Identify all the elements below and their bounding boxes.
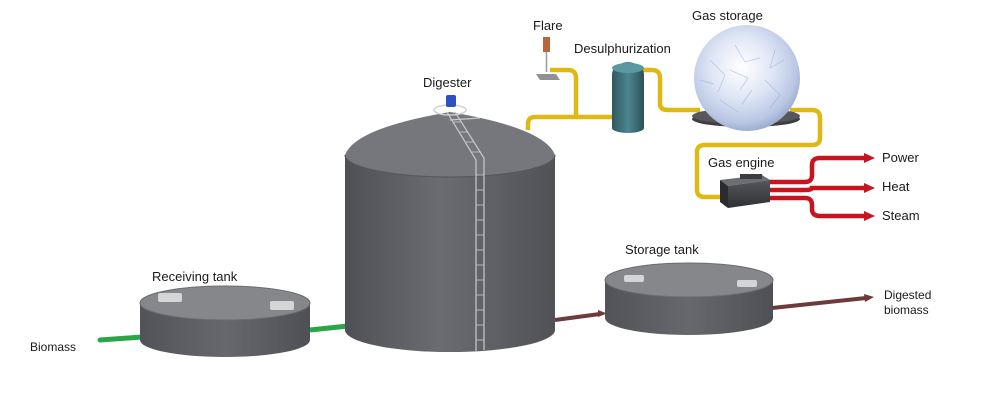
desulphurization-label: Desulphurization	[574, 41, 671, 56]
power-arrow	[864, 153, 875, 163]
gas-pipe-desulph-to-storage	[638, 67, 700, 113]
receiving-to-digester-pipe	[309, 323, 349, 333]
digester-stairway	[446, 111, 485, 352]
gas-storage-sphere	[692, 25, 800, 131]
digester-label: Digester	[423, 75, 472, 90]
flare-label: Flare	[533, 18, 563, 33]
gas-engine-label: Gas engine	[708, 155, 775, 170]
stair-steps	[454, 121, 484, 341]
digestate-arrow-1	[598, 310, 607, 317]
steam-arrow	[864, 211, 875, 221]
digester-to-storage-pipe	[554, 312, 601, 322]
receiving-tank	[139, 285, 311, 357]
biomass-inlet-pipe	[97, 334, 145, 343]
digested-biomass-label-line2: biomass	[884, 303, 929, 317]
heat-arrow	[864, 183, 875, 193]
digestate-arrow-2	[864, 294, 874, 302]
digester-mixer	[446, 95, 456, 107]
gas-storage-label: Gas storage	[692, 8, 763, 23]
storage-tank-label: Storage tank	[625, 242, 699, 257]
power-pipe	[768, 155, 866, 185]
digested-biomass-label-line1: Digested	[884, 288, 931, 302]
receiving-tank-label: Receiving tank	[152, 269, 238, 284]
desulphurization-vessel	[612, 62, 644, 133]
gas-pipe-storage-to-engine	[694, 107, 823, 200]
digester-tank	[344, 95, 556, 352]
biomass-label: Biomass	[30, 340, 76, 354]
gas-engine	[720, 174, 770, 208]
steam-pipe	[768, 195, 866, 219]
power-label: Power	[882, 150, 920, 165]
storage-tank	[604, 262, 774, 335]
heat-label: Heat	[882, 179, 910, 194]
heat-pipe	[768, 185, 866, 193]
steam-label: Steam	[882, 208, 920, 223]
digested-biomass-outlet-pipe	[771, 296, 867, 310]
flare	[536, 37, 560, 80]
